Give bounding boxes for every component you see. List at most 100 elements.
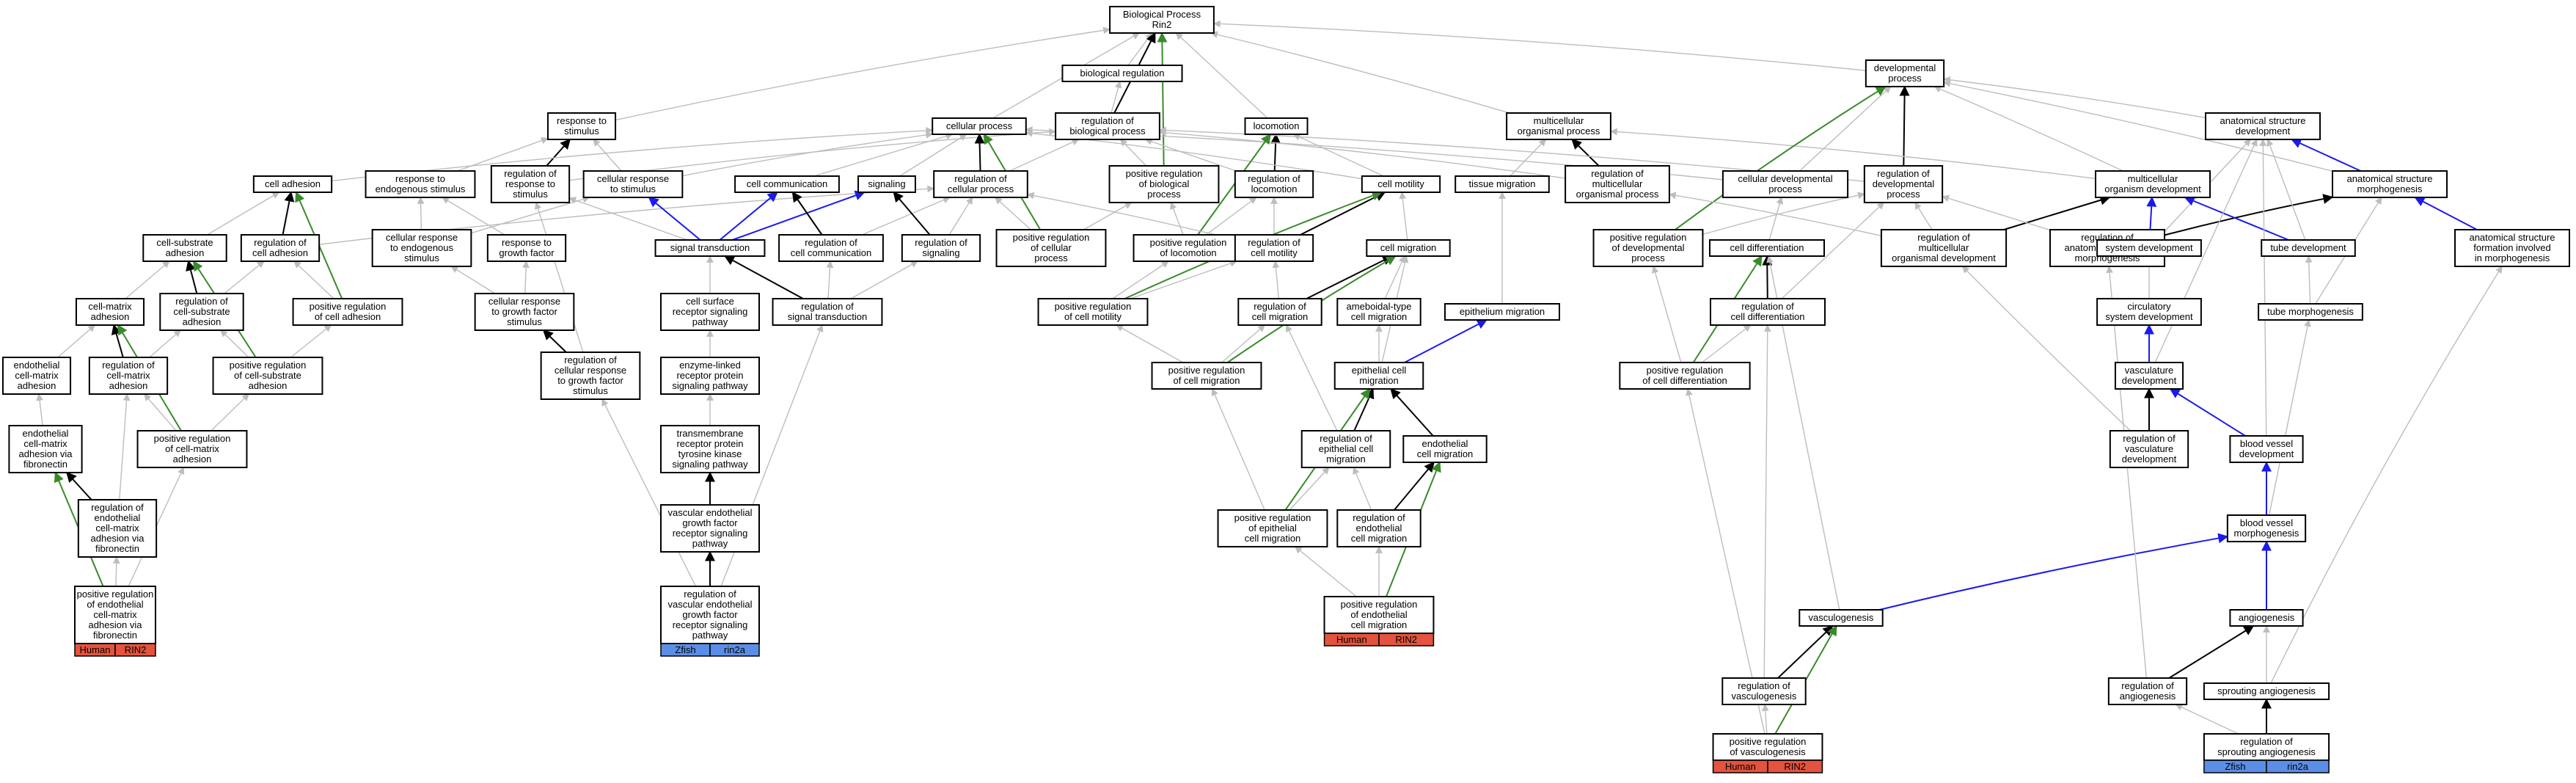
edge-sigtrans-to-cellcomm [719,192,778,241]
node-label-endocmafib: adhesion via [19,448,73,459]
node-label-regcsa: adhesion [183,316,222,327]
edge-posregcellmot-to-regcellmot [1130,260,1237,299]
species-tag-label-regvegf-1: rin2a [724,644,746,655]
edge-regepimig-to-epicellmig [1353,387,1375,431]
edge-cellsub-to-celladh [207,192,280,236]
node-label-regresp: regulation of [504,168,557,179]
node-label-asdev: development [2236,125,2291,136]
edge-regcellmot-to-regcp [1026,192,1236,241]
node-label-posregendomig: cell migration [1351,619,1408,630]
node-label-celldiff: cell differentiation [1730,242,1804,253]
edge-cellmot-to-locomotion [1292,134,1384,177]
edge-regloco-to-regbp [1144,138,1237,172]
edge-cellrespgf-to-cellrespendo [450,266,496,294]
edge-regepimig-to-regcellmig [1286,324,1338,431]
node-label-cellresp: cellular response [597,173,669,184]
node-label-asform: in morphogenesis [2475,252,2550,263]
node-label-endocma: adhesion [18,380,56,391]
node-label-regcellmot: regulation of [1248,237,1300,248]
edge-cellresp-to-cellproc [682,131,934,177]
node-label-celladh: cell adhesion [265,178,321,189]
node-label-asmorph: anatomical structure [2346,173,2432,184]
node-label-regloco: regulation of [1248,173,1300,184]
edge-posregcma-to-regcma [144,393,177,431]
edge-cellrespgf-to-respgf [522,261,530,294]
species-tag-posregendocmafib-1 [114,643,156,657]
node-label-locomotion: locomotion [1254,120,1300,131]
node-label-posregcellmot: of cell motility [1064,311,1122,322]
node-label-posregcma: adhesion [173,454,212,465]
node-label-bvdev: blood vessel [2240,438,2293,449]
node-box-devproc [1865,59,1945,87]
node-label-posregvasculo: of vasculogenesis [1730,746,1806,757]
edge-regresp-to-resp [546,138,571,167]
edge-regmod-to-regmop [1668,192,1882,237]
species-tag-label-regvegf-0: Zfish [675,644,695,655]
node-regendocmafib: regulation ofendothelialcell-matrixadhes… [77,499,158,558]
edge-regcsa-to-cellsub [186,260,198,294]
edge-regbp-to-bioreg [1110,81,1122,114]
node-box-tissuemig [1455,175,1550,193]
edge-regloco-to-locomotion [1270,133,1281,172]
edge-tissuemig-to-multiorg [1510,139,1547,177]
edge-vasculogenesis-to-bvmorph [1879,533,2229,611]
node-label-regvasculo: regulation of [1738,680,1790,691]
edge-posregendocmafib-to-regendocmafib [112,556,120,587]
species-tag-label-posregendocmafib-1: RIN2 [125,644,147,655]
node-box-sysdev [2096,239,2202,257]
node-tissuemig: tissue migration [1455,175,1550,193]
node-label-posregcelladh: of cell adhesion [315,311,381,322]
node-label-posregcelladh: positive regulation [310,301,387,312]
node-label-asmorph: morphogenesis [2357,183,2423,194]
node-label-posregcsa: positive regulation [230,360,307,371]
node-label-posregcellmot: positive regulation [1055,301,1132,312]
node-bioreg: biological regulation [1061,65,1183,82]
node-label-posregendomig: positive regulation [1341,599,1418,610]
node-cellcomm: cell communication [734,175,840,193]
species-tag-posregvasculo-1 [1767,760,1823,773]
edge-regendocmafib-to-endocmafib [66,471,92,500]
node-label-posregloco: positive regulation [1150,237,1227,248]
node-box-regvegf [660,586,760,644]
node-sysdev: system development [2096,239,2202,257]
node-box-endocellmig [1402,435,1488,463]
node-box-posregvasculo [1712,733,1823,761]
species-tag-posregendomig-1 [1378,633,1435,647]
node-label-posregendocmafib: of endothelial [87,599,143,610]
node-label-posregcellmig: positive regulation [1168,365,1245,376]
edge-regangio-to-angiogenesis [2168,625,2255,679]
node-label-posregvasculo: positive regulation [1730,736,1807,747]
node-label-cellmatrix: cell-matrix [88,301,132,312]
node-box-resp [546,112,617,140]
node-label-posregcp: of cellular [1031,242,1072,253]
edge-posregbp-to-regbp [1119,139,1147,167]
node-label-regsigtrans: regulation of [801,301,854,312]
node-label-cellsub: cell-substrate [156,237,213,248]
node-label-posregcelldiff: of cell differentiation [1642,375,1727,386]
node-label-cellrespgf: cellular response [489,296,560,307]
node-box-cellcomm [734,175,840,193]
node-box-asmorph [2332,170,2448,198]
node-label-trkpath: transmembrane [676,428,743,439]
node-label-endocmafib: fibronectin [23,459,67,470]
species-tag-regsprout-1 [2266,760,2330,773]
species-tag-label-posregvasculo-1: RIN2 [1784,761,1806,772]
edge-regvasculo-to-vasculogenesis [1777,625,1834,679]
node-label-asform: anatomical structure [2469,232,2555,243]
node-label-regcp: cellular process [948,183,1014,194]
node-label-vascdev: development [2122,375,2177,386]
node-box-vascdev [2114,362,2184,390]
node-label-cellrespgf: to growth factor [491,306,557,317]
